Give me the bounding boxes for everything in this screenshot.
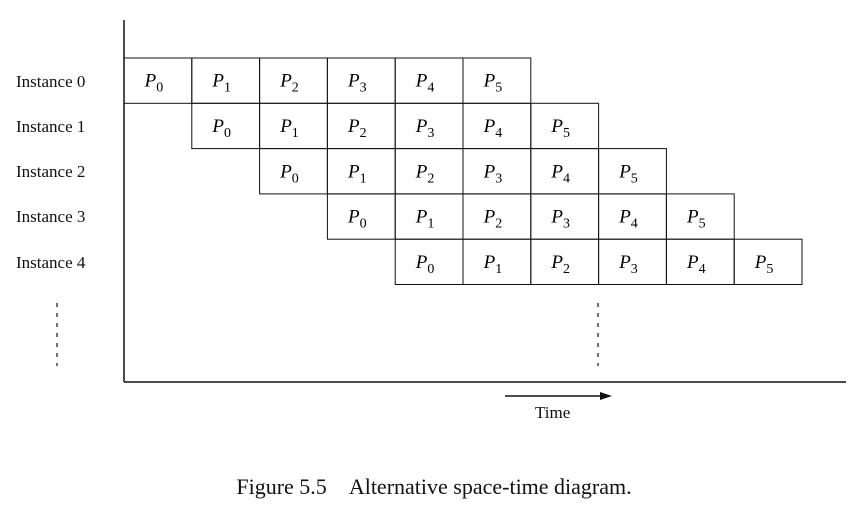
time-label: Time: [535, 403, 571, 422]
stage-label: P5: [754, 252, 774, 277]
stage-label: P0: [347, 207, 367, 232]
caption-text: Alternative space-time diagram.: [348, 474, 632, 499]
stage-label: P0: [211, 116, 231, 141]
row-label-4: Instance 4: [16, 253, 86, 272]
row-label-2: Instance 2: [16, 162, 86, 181]
stage-label: P4: [550, 161, 570, 186]
stage-label: P4: [686, 252, 706, 277]
stage-label: P3: [347, 71, 367, 96]
stage-label: P0: [279, 161, 299, 186]
stage-label: P1: [483, 252, 503, 277]
stage-label: P2: [347, 116, 367, 141]
stage-label: P4: [415, 71, 435, 96]
stage-cell: [733, 238, 803, 285]
figure-caption: Figure 5.5 Alternative space-time diagram…: [0, 474, 868, 500]
stage-label: P1: [211, 71, 231, 96]
stage-label: P4: [483, 116, 503, 141]
stage-label: P0: [144, 71, 164, 96]
stage-label: P5: [686, 207, 706, 232]
stage-label: P3: [483, 161, 503, 186]
stage-label: P2: [279, 71, 299, 96]
stage-label: P2: [483, 207, 503, 232]
stage-label: P5: [618, 161, 638, 186]
stage-label: P3: [415, 116, 435, 141]
row-label-0: Instance 0: [16, 72, 86, 91]
caption-number: Figure 5.5: [236, 474, 327, 499]
row-label-1: Instance 1: [16, 117, 86, 136]
stage-label: P5: [483, 71, 503, 96]
stage-label: P5: [550, 116, 570, 141]
stage-label: P1: [279, 116, 299, 141]
time-arrow-head: [600, 392, 612, 400]
stage-label: P1: [415, 207, 435, 232]
row-label-3: Instance 3: [16, 207, 86, 226]
stage-label: P0: [415, 252, 435, 277]
stage-label: P3: [618, 252, 638, 277]
stage-label: P2: [415, 161, 435, 186]
stage-label: P2: [550, 252, 570, 277]
stage-label: P1: [347, 161, 367, 186]
stage-label: P3: [550, 207, 570, 232]
stage-label: P4: [618, 207, 638, 232]
